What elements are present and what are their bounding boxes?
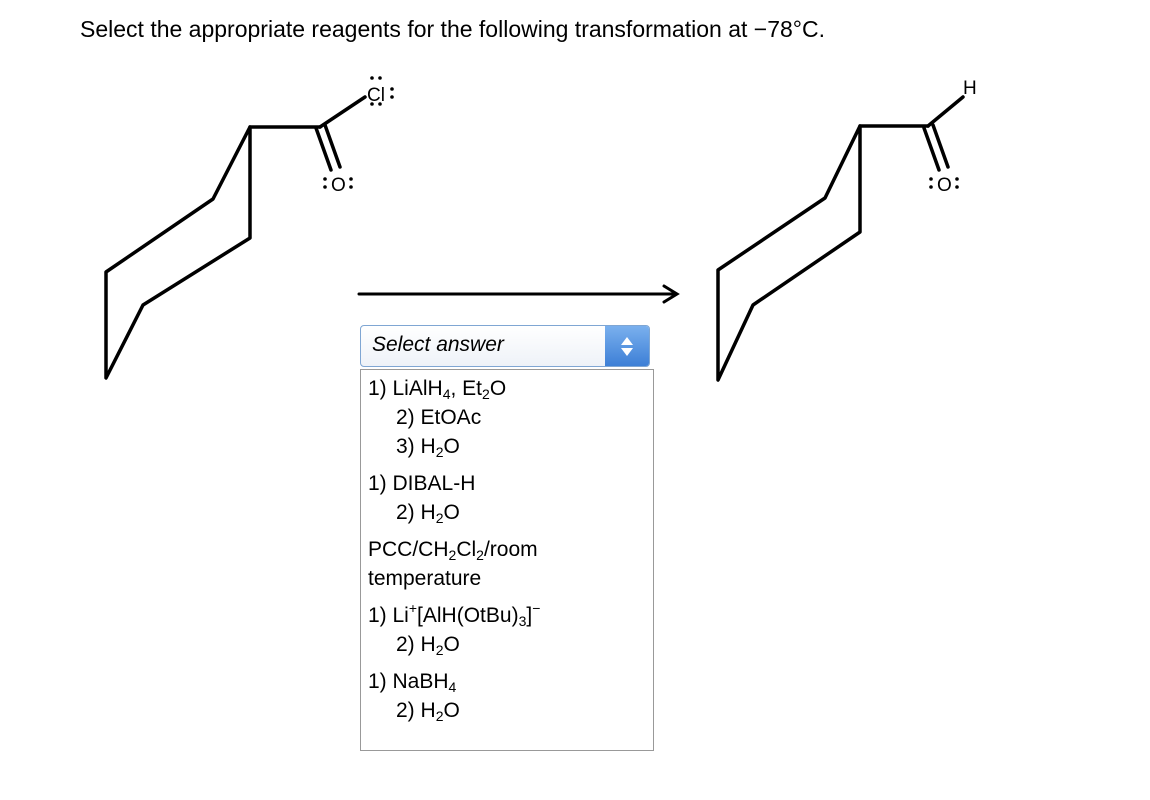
reactant-structure xyxy=(104,95,367,380)
option-line: 2) EtOAc xyxy=(396,406,482,429)
svg-text:O: O xyxy=(331,175,346,196)
select-spinner-icon[interactable] xyxy=(605,326,649,366)
product-oxygen-atom: O xyxy=(929,175,959,196)
answer-select[interactable]: Select answer xyxy=(360,325,650,367)
option-line: PCC/CH2Cl2/room temperature xyxy=(368,538,538,590)
product-structure xyxy=(716,95,965,382)
answer-select-placeholder: Select answer xyxy=(372,333,504,356)
option-lialh4[interactable]: 1) LiAlH4, Et2O 2) EtOAc 3) H2O xyxy=(368,374,647,461)
option-line: 1) LiAlH4, Et2O xyxy=(368,377,507,402)
reaction-arrow xyxy=(357,284,680,304)
arrow-up-icon xyxy=(621,336,633,345)
option-lithium-tri-tert-butoxyaluminum-hydride[interactable]: 1) Li+[AlH(OtBu)3]− 2) H2O xyxy=(368,601,647,659)
option-dibal-h[interactable]: 1) DIBAL-H 2) H2O xyxy=(368,469,647,527)
option-line: 1) Li+[AlH(OtBu)3]− xyxy=(368,600,541,629)
option-line: 1) DIBAL-H xyxy=(368,472,476,495)
reactant-chlorine-atom: Cl xyxy=(367,76,394,106)
svg-text:Cl: Cl xyxy=(367,85,385,106)
product-hydrogen-atom: H xyxy=(963,78,977,99)
option-nabh4[interactable]: 1) NaBH4 2) H2O xyxy=(368,667,647,725)
option-line: 2) H2O xyxy=(396,633,460,658)
option-line: 1) NaBH4 xyxy=(368,670,457,695)
option-line: 2) H2O xyxy=(396,501,460,526)
option-line: 2) H2O xyxy=(396,699,460,724)
question-text: Select the appropriate reagents for the … xyxy=(80,16,825,42)
reactant-oxygen-atom: O xyxy=(323,175,353,196)
svg-text:O: O xyxy=(937,175,952,196)
option-line: 3) H2O xyxy=(396,435,460,460)
answer-options-list: 1) LiAlH4, Et2O 2) EtOAc 3) H2O 1) DIBAL… xyxy=(360,369,654,751)
option-pcc[interactable]: PCC/CH2Cl2/room temperature xyxy=(368,535,647,593)
arrow-down-icon xyxy=(621,347,633,356)
